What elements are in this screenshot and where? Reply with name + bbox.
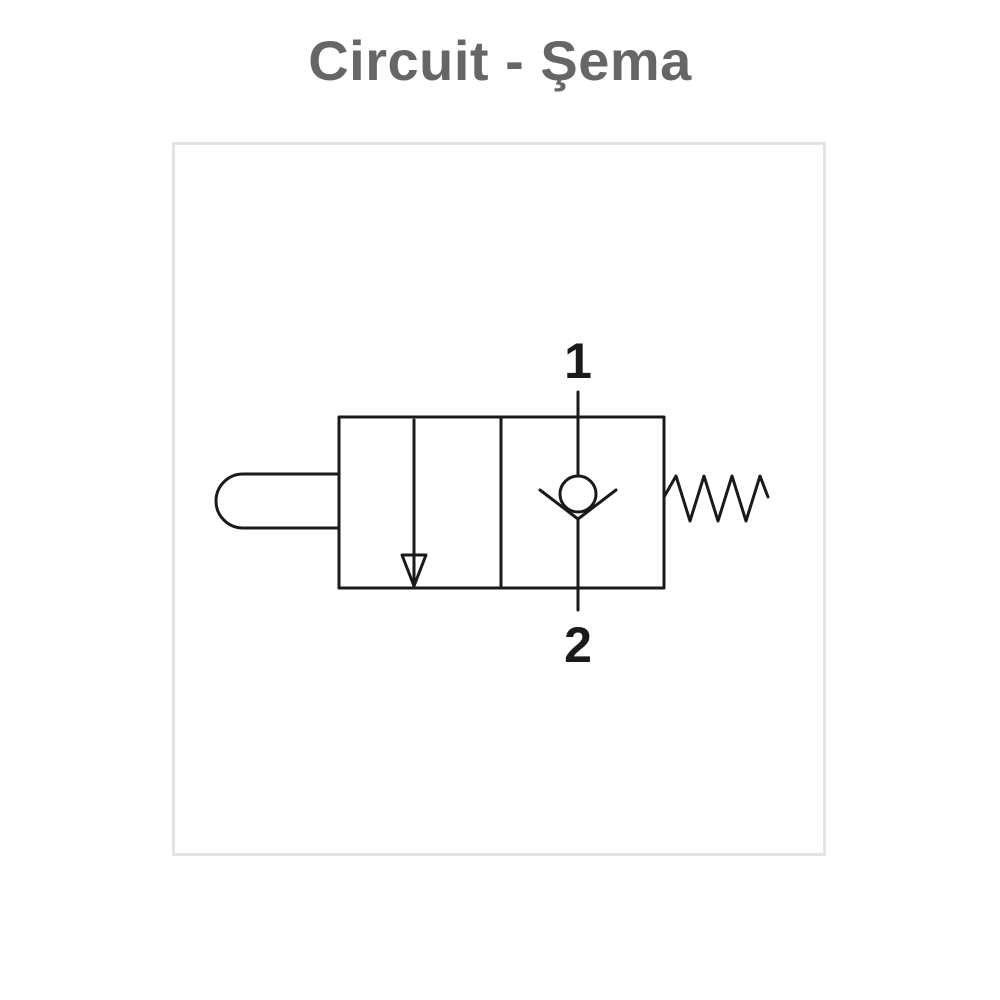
check-valve-seat xyxy=(538,488,618,521)
push-button-actuator xyxy=(214,472,341,530)
check-valve-ball xyxy=(558,474,598,514)
diagram-frame xyxy=(172,142,826,856)
port-label-1: 1 xyxy=(564,333,592,389)
valve-body-right-position xyxy=(499,415,666,590)
return-spring xyxy=(662,474,770,523)
port-label-2: 2 xyxy=(564,617,592,673)
valve-body-left-position xyxy=(337,415,503,590)
flow-arrow-head xyxy=(400,553,428,588)
page-title: Circuit - Şema xyxy=(308,29,692,92)
